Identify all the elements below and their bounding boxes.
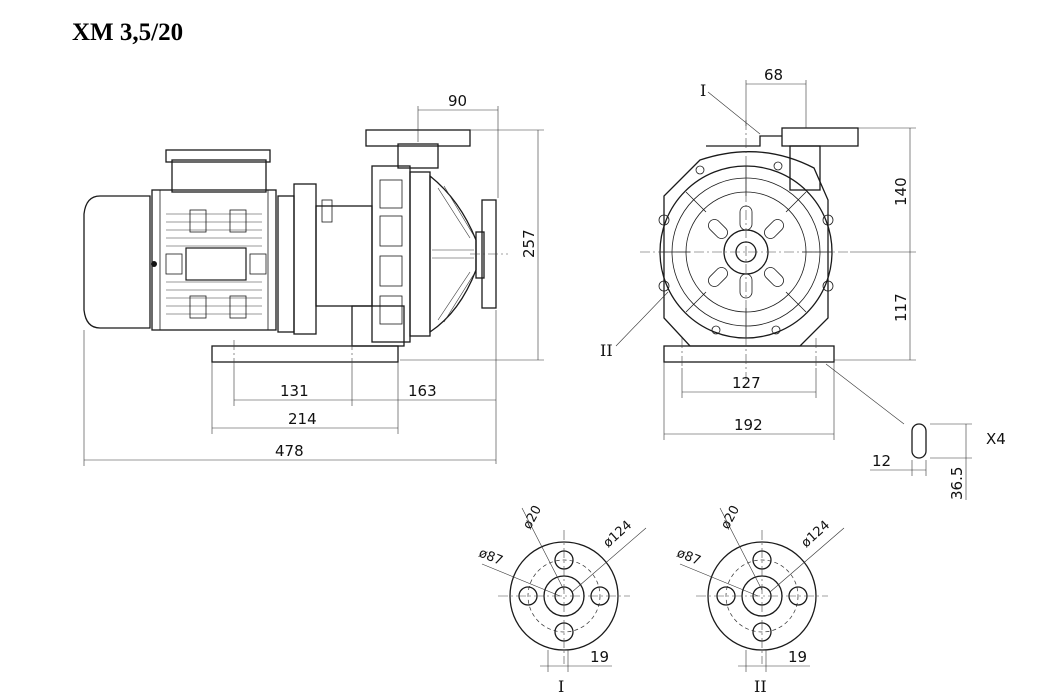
dim-foot-spacing-front: 127 (732, 374, 761, 392)
dim-foot-spacing: 131 (280, 382, 309, 400)
foot-slot (911, 423, 927, 459)
drawing-title: XM 3,5/20 (72, 19, 183, 46)
flange-ii-inner-dia: ø87 (675, 546, 703, 569)
motor-flange (277, 195, 295, 333)
slot-count: X4 (986, 430, 1006, 448)
flange-ii-offset: 19 (788, 648, 807, 666)
flange-i-outer-dia: ø124 (601, 518, 635, 551)
front-view (640, 120, 859, 380)
front-base (663, 345, 835, 363)
flange-i-label: I (558, 677, 564, 696)
flange-i-bolt-dia: ø20 (520, 503, 545, 532)
slot-detail: X4 12 36.5 (870, 423, 1006, 500)
dim-overall-length: 478 (275, 442, 304, 460)
label-flange-i: I (700, 81, 706, 100)
dim-foot-overall: 214 (288, 410, 317, 428)
terminal-box-lid (165, 149, 271, 163)
flange-i-detail: ø20 ø87 ø124 19 I (477, 503, 647, 696)
motor-nameplate (185, 247, 247, 281)
flange-ii-label: II (754, 677, 767, 696)
casing-bolts (658, 161, 834, 335)
flange-ii-detail: ø20 ø87 ø124 19 II (675, 503, 845, 696)
outlet-pipe (397, 143, 439, 169)
flange-i-outer (509, 541, 619, 651)
inlet-pipe (475, 231, 485, 279)
dim-foot-to-flange: 163 (408, 382, 437, 400)
pump-adapter (315, 205, 373, 307)
dim-lower-height: 117 (892, 293, 910, 322)
flange-ii-bolt-dia: ø20 (718, 503, 743, 532)
slot-width: 12 (872, 452, 891, 470)
flange-i-inner-dia: ø87 (477, 546, 505, 569)
base-plate (211, 345, 399, 363)
dim-overall-height: 257 (520, 229, 538, 258)
front-outlet-flange (781, 127, 859, 147)
label-flange-ii: II (600, 341, 613, 360)
motor-end-cap (83, 195, 151, 329)
slot-length: 36.5 (948, 467, 966, 500)
flange-i-offset: 19 (590, 648, 609, 666)
front-view-dimensions: 68 140 117 127 192 I II (600, 66, 916, 440)
terminal-box (171, 159, 267, 193)
pump-front-casing (429, 174, 477, 334)
dim-inlet-offset: 90 (448, 92, 467, 110)
side-view (83, 129, 508, 366)
side-view-dimensions: 90 257 131 163 214 478 (83, 92, 544, 466)
dim-flange-offset: 68 (764, 66, 783, 84)
motor-body (151, 189, 277, 331)
dim-foot-width: 192 (734, 416, 763, 434)
flange-ii-outer-dia: ø124 (799, 518, 833, 551)
flange-ii-outer (707, 541, 817, 651)
dim-upper-height: 140 (892, 177, 910, 206)
